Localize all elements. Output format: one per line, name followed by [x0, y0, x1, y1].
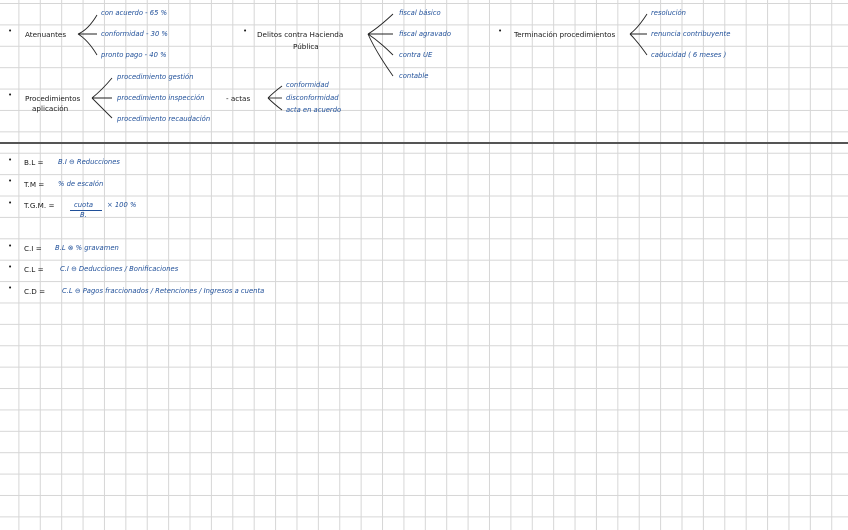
fraction-bar	[70, 210, 102, 211]
title-procedimientos-line1: Procedimientos	[25, 94, 81, 103]
branch-procedimientos-3	[91, 97, 113, 119]
title-delitos-line1: Delitos contra Hacienda	[257, 30, 344, 39]
formula-tgm-lhs: T.G.M. =	[24, 201, 55, 210]
formula-bl-lhs: B.L =	[24, 158, 44, 167]
branch-actas-3	[267, 97, 283, 111]
terminacion-item-1: resolución	[651, 9, 686, 17]
section-divider	[0, 142, 848, 144]
formula-tm-rhs: % de escalón	[58, 180, 104, 188]
title-terminacion: Terminación procedimientos	[514, 30, 616, 39]
formula-bl-rhs: B.I ⊖ Reducciones	[58, 158, 120, 166]
title-atenuantes: Atenuantes	[25, 30, 67, 39]
branch-actas-1	[267, 85, 283, 99]
bullet-atenuantes: •	[8, 27, 13, 35]
branch-procedimientos-1	[91, 77, 113, 99]
terminacion-item-3: caducidad ( 6 meses )	[651, 51, 727, 59]
atenuantes-item-2: conformidad - 30 %	[101, 30, 168, 38]
branch-delitos-3	[367, 33, 394, 56]
bullet-formula-cd: •	[8, 284, 13, 292]
bullet-terminacion: •	[498, 27, 503, 35]
bullet-delitos: •	[243, 27, 248, 35]
bullet-procedimientos: •	[8, 91, 13, 99]
bullet-formula-ci: •	[8, 242, 13, 250]
delitos-item-2: fiscal agravado	[399, 30, 451, 38]
delitos-item-3: contra UE	[399, 51, 433, 59]
delitos-item-1: fiscal básico	[399, 9, 441, 17]
formula-ci-lhs: C.I =	[24, 244, 42, 253]
procedimientos-item-1: procedimiento gestión	[117, 73, 194, 81]
formula-tgm-numerator: cuota	[74, 201, 94, 209]
procedimientos-item-2: procedimiento inspección	[117, 94, 205, 102]
atenuantes-item-3: pronto pago - 40 %	[101, 51, 167, 59]
delitos-item-4: contable	[399, 72, 429, 80]
formula-cd-rhs: C.L ⊖ Pagos fraccionados / Retenciones /…	[62, 287, 265, 295]
formula-tm-lhs: T.M =	[24, 180, 45, 189]
formula-cd-lhs: C.D =	[24, 287, 46, 296]
branch-terminacion-3	[629, 33, 648, 56]
bullet-formula-tm: •	[8, 177, 13, 185]
terminacion-item-2: renuncia contribuyente	[651, 30, 731, 38]
branch-atenuantes-3	[77, 33, 98, 56]
branch-delitos-1	[367, 13, 394, 35]
actas-item-3: acta en acuerdo	[286, 106, 342, 114]
formula-ci-rhs: B.L ⊗ % gravamen	[55, 244, 119, 252]
procedimientos-item-3: procedimiento recaudación	[117, 115, 211, 123]
branch-delitos-4	[367, 33, 394, 77]
atenuantes-item-1: con acuerdo - 65 %	[101, 9, 168, 17]
title-procedimientos-line2: aplicación	[32, 104, 69, 113]
bullet-formula-tgm: •	[8, 199, 13, 207]
actas-label: - actas	[226, 94, 251, 103]
formula-tgm-denominator: B.	[80, 211, 87, 219]
formula-tgm-tail: × 100 %	[107, 201, 137, 209]
formula-cl-lhs: C.L =	[24, 265, 44, 274]
bullet-formula-bl: •	[8, 156, 13, 164]
branch-terminacion-1	[629, 13, 648, 35]
bullet-formula-cl: •	[8, 263, 13, 271]
branch-atenuantes-1	[77, 14, 98, 35]
actas-item-1: conformidad	[286, 81, 329, 89]
actas-item-2: disconformidad	[286, 94, 339, 102]
title-delitos-line2: Pública	[293, 42, 319, 51]
formula-cl-rhs: C.I ⊖ Deducciones / Bonificaciones	[60, 265, 179, 273]
